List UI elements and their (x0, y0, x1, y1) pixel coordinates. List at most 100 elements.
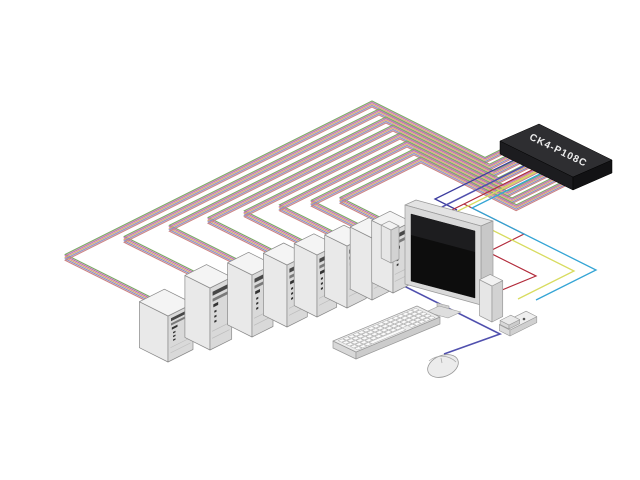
key (399, 320, 408, 324)
computer-towers (139, 210, 412, 363)
key (367, 326, 376, 331)
speaker-side-face (491, 280, 504, 323)
key (391, 316, 400, 320)
key (386, 318, 395, 322)
key (427, 315, 436, 320)
monitor-screen-sheen (411, 214, 475, 252)
mouse-wheel (440, 357, 443, 364)
tower-drive-bay (290, 279, 295, 285)
tower-drive-bay (212, 283, 230, 296)
bundle-strand (278, 141, 551, 234)
cable-bundle (243, 132, 546, 247)
key (410, 312, 419, 316)
bundle-strand (64, 106, 510, 304)
keyboard (332, 305, 441, 360)
key (391, 320, 399, 324)
key (384, 330, 393, 334)
key (350, 344, 358, 349)
right-speaker (479, 274, 504, 323)
cable-bundle (168, 116, 528, 266)
tower-drive-bay (320, 269, 325, 275)
key (395, 322, 403, 326)
tower-left-face (349, 226, 373, 301)
tower-drive-bay (173, 330, 176, 334)
key (394, 326, 402, 330)
key (365, 334, 374, 339)
key (418, 315, 427, 320)
bundle-strand (168, 117, 524, 262)
key (396, 314, 405, 318)
bundle-strand (206, 130, 537, 257)
tower-drive-bay (212, 329, 230, 339)
key (423, 313, 432, 318)
bundle-strand (64, 104, 509, 303)
bundle-strand (310, 154, 564, 231)
remote-cable-teal (470, 173, 598, 301)
bundle-strand (310, 151, 562, 228)
tower-drive-bay (291, 291, 294, 295)
bundle-strand (243, 138, 546, 247)
key (368, 328, 407, 344)
key (360, 340, 368, 345)
tower-drive-bay (212, 290, 230, 302)
monitor-stand-base (425, 305, 462, 319)
key (351, 340, 359, 345)
key (409, 316, 418, 320)
key (347, 338, 355, 343)
tower-drive-bay (291, 286, 294, 290)
bundle-strand (243, 133, 542, 243)
tower-drive-bay (170, 342, 191, 354)
tower-drive-bay (254, 316, 271, 326)
keyboard-keys (338, 308, 436, 351)
bundle-strand (338, 162, 573, 224)
bundle-strand (310, 149, 560, 226)
cable-bundle (338, 156, 573, 224)
key (404, 322, 412, 326)
switch-top-face (499, 123, 613, 178)
cable-bundle (278, 140, 555, 238)
tower-drive-bay (170, 337, 191, 348)
tower-left-face (227, 262, 253, 338)
tower-drive-bay (171, 324, 178, 330)
key (342, 336, 351, 341)
bundle-strand (168, 120, 527, 265)
key (381, 324, 389, 328)
key (364, 342, 372, 346)
tower-drive-bay (320, 282, 323, 285)
key (347, 334, 356, 339)
key (406, 310, 415, 314)
cable-bundles (64, 100, 573, 304)
key (352, 332, 361, 337)
tower-drive-bay (214, 309, 217, 313)
remote-face (499, 314, 521, 326)
bundle-strand (278, 143, 553, 235)
bundle-strand (168, 119, 526, 263)
key (422, 317, 431, 322)
key (400, 316, 409, 320)
key (390, 324, 398, 328)
key (417, 319, 426, 324)
bundle-strand (278, 140, 550, 232)
key (380, 328, 389, 332)
speaker-top-face (479, 274, 504, 287)
key (404, 318, 413, 322)
bundle-strand (206, 124, 532, 251)
key (357, 330, 366, 335)
key (389, 328, 398, 332)
tower-drive-bay (212, 322, 230, 332)
tower-drive-bay (173, 338, 176, 341)
key (372, 324, 381, 329)
cable-bundle (64, 100, 510, 304)
key (374, 334, 383, 338)
key (355, 338, 364, 343)
kvm-switch: CK4-P108C (499, 123, 613, 191)
cable-bundle (310, 148, 564, 231)
key (413, 318, 422, 322)
key (382, 320, 390, 324)
mouse (427, 354, 459, 378)
key (376, 326, 385, 330)
key (395, 318, 404, 322)
key (413, 321, 421, 326)
